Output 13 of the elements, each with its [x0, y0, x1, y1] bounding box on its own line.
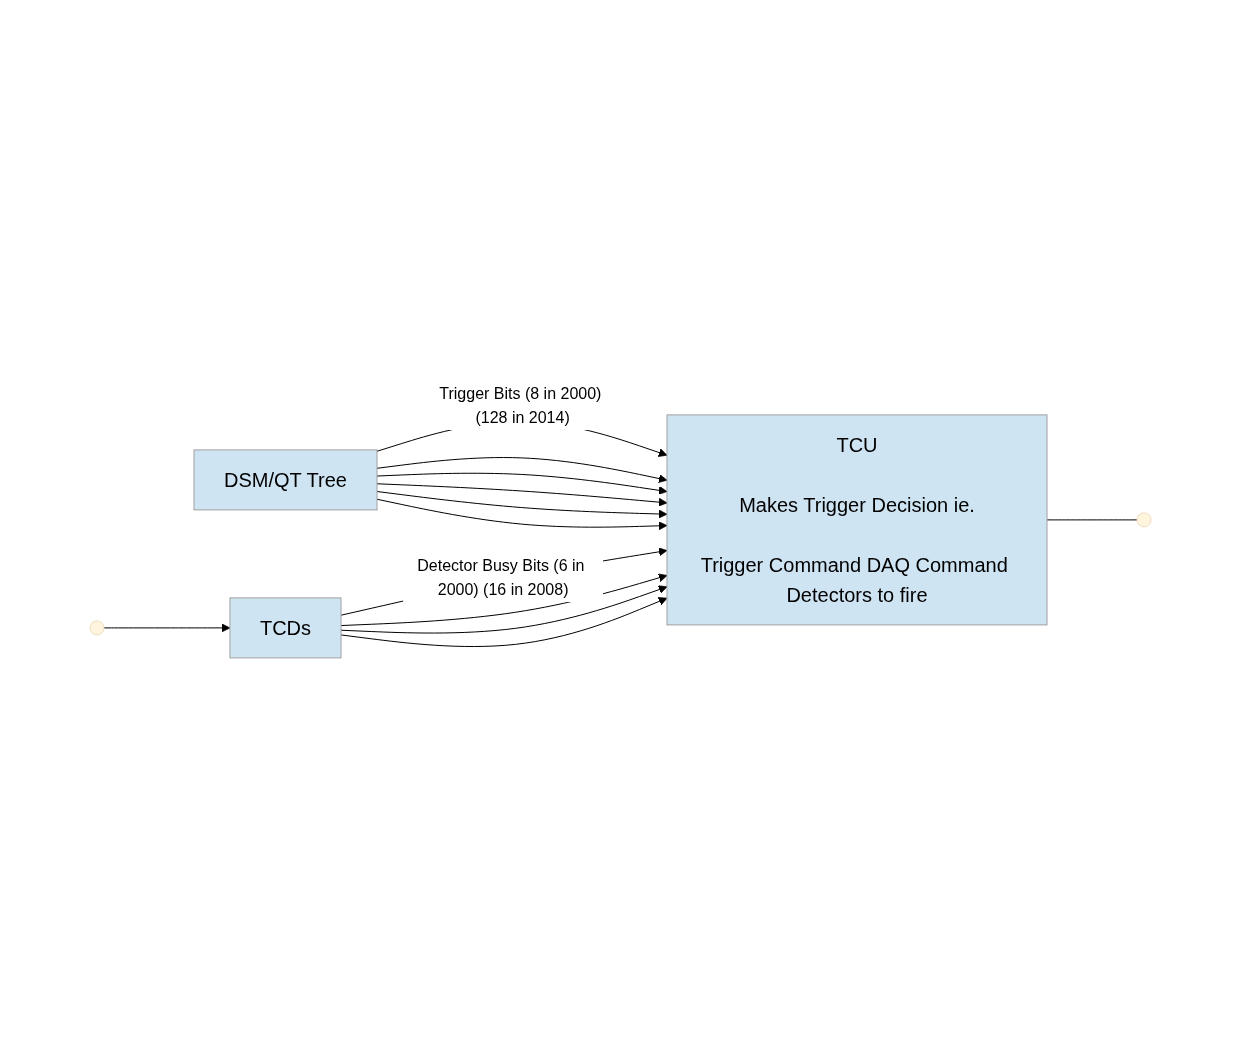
- arrow: [376, 482, 667, 507]
- arrow: [376, 490, 667, 518]
- node-box: TCDs: [228, 596, 342, 658]
- edge-label: Detector Busy Bits (6 in 2000) (16 in 2008): [416, 556, 584, 598]
- arrow: [376, 498, 667, 530]
- edge-label: Trigger Bits (8 in 2000) (128 in 2014): [438, 384, 601, 426]
- arrow: [340, 584, 667, 634]
- node-box: DSM/QT Tree: [193, 448, 377, 510]
- arrow: [376, 472, 667, 495]
- arrow: [340, 596, 667, 647]
- node-box: TCU Makes Trigger Decision ie. Trigger Command DAQ Command Detectors to fire: [666, 413, 1047, 625]
- arrow: [376, 456, 667, 483]
- arrow: [103, 623, 230, 632]
